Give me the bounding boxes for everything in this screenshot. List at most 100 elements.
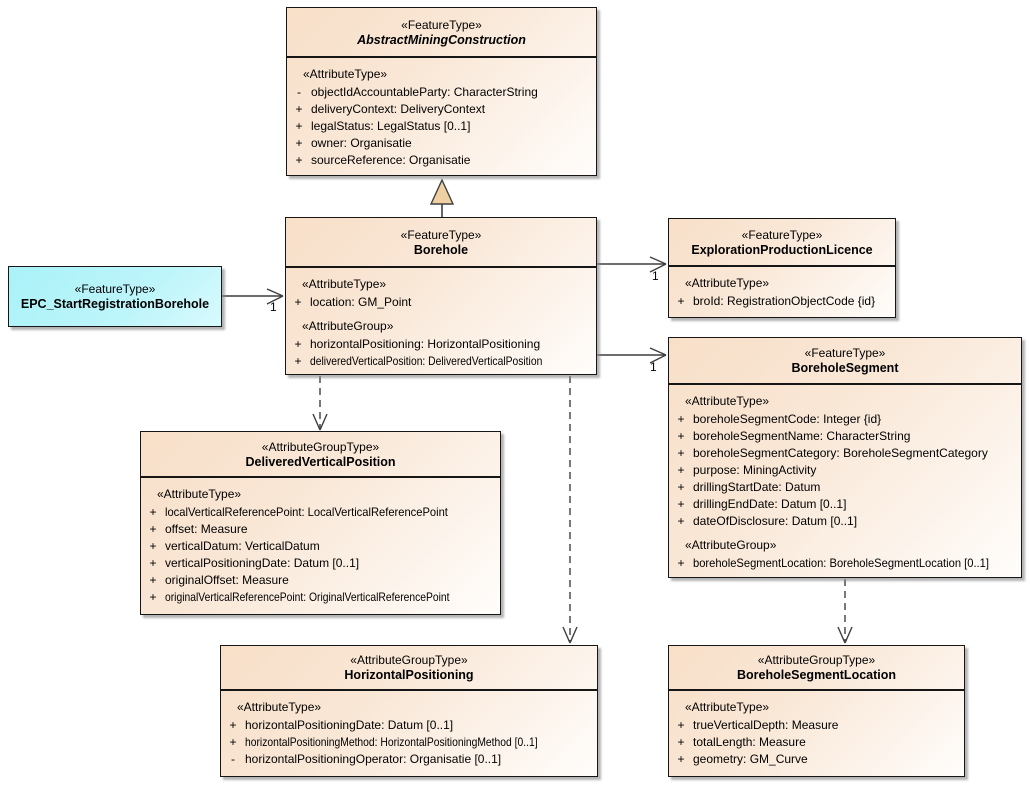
open-arrowhead-icon <box>562 626 578 644</box>
visibility-marker: - <box>231 752 235 766</box>
attribute-text: verticalDatum: VerticalDatum <box>165 539 320 553</box>
attribute-row: + deliveryContext: DeliveryContext <box>287 101 596 118</box>
visibility-marker: + <box>294 295 302 309</box>
class-box-borehole[interactable]: «FeatureType» Borehole «AttributeType» +… <box>285 217 597 375</box>
visibility-marker: + <box>677 497 685 511</box>
attribute-section-header: «AttributeType» <box>237 700 322 714</box>
attribute-section-header: «AttributeType» <box>685 394 770 408</box>
generalization-borehole-to-abstractminingconstruction <box>429 178 455 217</box>
attribute-text: boreholeSegmentName: CharacterString <box>693 429 911 443</box>
class-header: «FeatureType» Borehole <box>286 218 596 268</box>
attribute-text: verticalPositioningDate: Datum [0..1] <box>165 556 360 570</box>
attribute-text: drillingEndDate: Datum [0..1] <box>693 497 847 511</box>
attribute-text: trueVerticalDepth: Measure <box>693 718 839 732</box>
attribute-row: + originalVerticalReferencePoint: Origin… <box>141 589 500 606</box>
class-stereotype: «FeatureType» <box>400 227 482 242</box>
visibility-marker: + <box>295 136 303 150</box>
visibility-marker: + <box>149 522 157 536</box>
attribute-text: deliveredVerticalPosition: DeliveredVert… <box>310 354 543 368</box>
class-stereotype: «AttributeGroupType» <box>350 653 468 667</box>
attribute-text: offset: Measure <box>165 522 248 536</box>
attribute-group-section-header: «AttributeGroup» <box>685 538 777 552</box>
attribute-text: sourceReference: Organisatie <box>311 153 471 167</box>
attribute-text: horizontalPositioningDate: Datum [0..1] <box>245 718 454 732</box>
visibility-marker: + <box>677 556 685 570</box>
class-box-abstractminingconstruction[interactable]: «FeatureType» AbstractMiningConstruction… <box>286 7 597 176</box>
attribute-row: + verticalPositioningDate: Datum [0..1] <box>141 555 500 572</box>
attribute-text: boreholeSegmentCode: Integer {id} <box>693 412 882 426</box>
attribute-row: + purpose: MiningActivity <box>669 462 1021 479</box>
class-box-explorationproductionlicence[interactable]: «FeatureType» ExplorationProductionLicen… <box>668 218 896 318</box>
visibility-marker: + <box>677 514 685 528</box>
attribute-row: + geometry: GM_Curve <box>669 751 964 768</box>
class-name: AbstractMiningConstruction <box>357 32 526 47</box>
attributes-compartment: «AttributeType» + localVerticalReference… <box>141 478 500 606</box>
attribute-section-header: «AttributeType» <box>157 487 242 501</box>
class-name: BoreholeSegmentLocation <box>736 668 897 682</box>
visibility-marker: + <box>295 119 303 133</box>
attributes-compartment: «AttributeType» + horizontalPositioningD… <box>221 691 597 768</box>
attribute-row: + legalStatus: LegalStatus [0..1] <box>287 118 596 135</box>
class-name: DeliveredVerticalPosition <box>245 454 396 469</box>
class-box-epc-startregistrationborehole[interactable]: «FeatureType» EPC_StartRegistrationBoreh… <box>8 266 222 327</box>
class-name: EPC_StartRegistrationBorehole <box>20 297 210 311</box>
attribute-row: + location: GM_Point <box>286 294 596 311</box>
attribute-text: drillingStartDate: Datum <box>693 480 821 494</box>
attribute-text: geometry: GM_Curve <box>693 752 808 766</box>
visibility-marker: + <box>295 153 303 167</box>
visibility-marker: + <box>677 752 685 766</box>
class-box-boreholesegmentlocation[interactable]: «AttributeGroupType» BoreholeSegmentLoca… <box>668 645 965 777</box>
visibility-marker: + <box>149 556 157 570</box>
class-header: «AttributeGroupType» BoreholeSegmentLoca… <box>669 646 964 691</box>
visibility-marker: + <box>229 718 237 732</box>
attribute-row: + boreholeSegmentCategory: BoreholeSegme… <box>669 445 1021 462</box>
attributes-compartment: «AttributeType» + location: GM_Point «At… <box>286 268 596 370</box>
class-box-deliveredverticalposition[interactable]: «AttributeGroupType» DeliveredVerticalPo… <box>140 431 501 615</box>
attribute-row: + drillingStartDate: Datum <box>669 479 1021 496</box>
attributes-compartment: «AttributeType» + boreholeSegmentCode: I… <box>669 385 1021 572</box>
attribute-row: + sourceReference: Organisatie <box>287 152 596 169</box>
visibility-marker: + <box>677 735 685 749</box>
visibility-marker: + <box>149 590 157 604</box>
attribute-row: + boreholeSegmentLocation: BoreholeSegme… <box>669 555 1021 572</box>
attribute-row: + dateOfDisclosure: Datum [0..1] <box>669 513 1021 530</box>
visibility-marker: - <box>297 85 301 99</box>
attribute-section-header: «AttributeType» <box>685 276 770 290</box>
visibility-marker: + <box>677 294 685 308</box>
attribute-row: + horizontalPositioningMethod: Horizonta… <box>221 734 597 751</box>
attribute-row: + totalLength: Measure <box>669 734 964 751</box>
class-header: «FeatureType» ExplorationProductionLicen… <box>669 219 895 267</box>
class-stereotype: «AttributeGroupType» <box>757 653 876 667</box>
class-header: «AttributeGroupType» HorizontalPositioni… <box>221 646 597 691</box>
attribute-text: horizontalPositioning: HorizontalPositio… <box>310 337 541 351</box>
class-header: «FeatureType» AbstractMiningConstruction <box>287 8 596 58</box>
visibility-marker: + <box>294 337 302 351</box>
class-box-boreholesegment[interactable]: «FeatureType» BoreholeSegment «Attribute… <box>668 337 1022 578</box>
visibility-marker: + <box>149 573 157 587</box>
attribute-text: horizontalPositioningMethod: HorizontalP… <box>245 735 538 749</box>
class-stereotype: «FeatureType» <box>804 346 886 360</box>
attributes-compartment: «AttributeType» - objectIdAccountablePar… <box>287 58 596 169</box>
attribute-row: + drillingEndDate: Datum [0..1] <box>669 496 1021 513</box>
open-arrowhead-icon <box>312 413 328 431</box>
attribute-group-section-header: «AttributeGroup» <box>302 319 394 333</box>
attribute-section-header: «AttributeType» <box>303 67 388 81</box>
attribute-text: owner: Organisatie <box>311 136 412 150</box>
attribute-section-header: «AttributeType» <box>685 700 770 714</box>
visibility-marker: + <box>677 480 685 494</box>
class-stereotype: «FeatureType» <box>74 282 156 296</box>
class-stereotype: «FeatureType» <box>401 17 482 32</box>
class-box-horizontalpositioning[interactable]: «AttributeGroupType» HorizontalPositioni… <box>220 645 598 777</box>
attribute-row: + horizontalPositioning: HorizontalPosit… <box>286 336 596 353</box>
attribute-row: + boreholeSegmentName: CharacterString <box>669 428 1021 445</box>
visibility-marker: + <box>229 735 237 749</box>
attribute-row: + horizontalPositioningDate: Datum [0..1… <box>221 717 597 734</box>
attribute-row: - objectIdAccountableParty: CharacterStr… <box>287 84 596 101</box>
open-arrowhead-icon <box>837 626 853 644</box>
attributes-compartment: «AttributeType» + trueVerticalDepth: Mea… <box>669 691 964 768</box>
visibility-marker: + <box>677 463 685 477</box>
attribute-row: + broId: RegistrationObjectCode {id} <box>669 293 895 310</box>
dependency-boreholesegment-to-boreholesegmentlocation <box>837 579 853 644</box>
class-name: Borehole <box>413 242 469 257</box>
attribute-text: boreholeSegmentCategory: BoreholeSegment… <box>693 446 988 460</box>
